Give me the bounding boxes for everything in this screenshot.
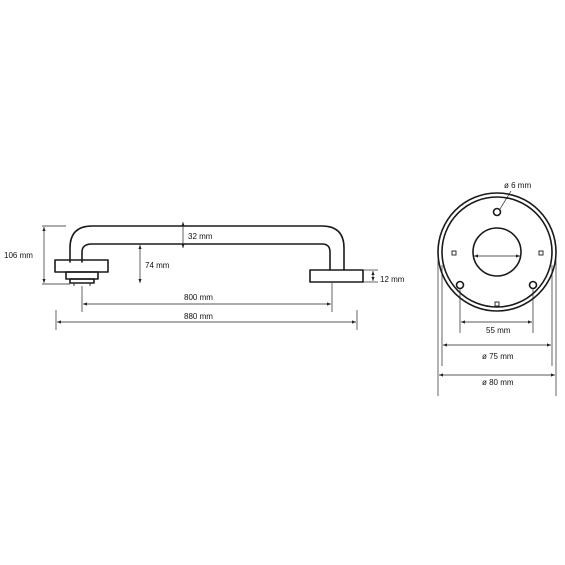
overall-length-dimension: 880 mm: [55, 310, 358, 330]
projection-label: 74 mm: [145, 261, 170, 270]
hole-spacing-label: 55 mm: [486, 326, 511, 335]
flange-thickness-label: 12 mm: [380, 275, 405, 284]
bar-tube-outline: [69, 225, 345, 271]
screw-hole-right: [528, 280, 538, 290]
flange-thickness-dimension: 12 mm: [363, 269, 405, 284]
height-dimension: 106 mm: [4, 225, 70, 285]
center-distance-label: 800 mm: [184, 293, 213, 302]
left-mount: [54, 259, 109, 286]
overall-length-label: 880 mm: [184, 312, 213, 321]
height-label: 106 mm: [4, 251, 33, 260]
screw-hole-left: [455, 280, 465, 290]
inner-diameter-dimension: ø 75 mm: [441, 265, 553, 366]
flange-outer-circle: [437, 192, 557, 312]
flange-front-view: ø 6 mm 55 mm ø 75 mm ø 80 mm: [437, 181, 557, 396]
tube-diameter-label: 32 mm: [188, 232, 213, 241]
screw-hole-dimension: ø 6 mm: [499, 181, 531, 210]
tube-diameter-dimension: 32 mm: [181, 222, 213, 248]
grab-bar-side-view: 106 mm 32 mm 74 mm 12 mm 800 mm: [4, 222, 405, 330]
outer-diameter-label: ø 80 mm: [482, 378, 514, 387]
bar-tube-inner-outline: [81, 243, 331, 271]
inner-diameter-label: ø 75 mm: [482, 352, 514, 361]
outer-diameter-dimension: ø 80 mm: [437, 260, 557, 396]
flange-inner-circle: [441, 196, 553, 308]
screw-hole-label: ø 6 mm: [504, 181, 531, 190]
right-mount: [309, 269, 364, 283]
center-bore: [472, 227, 522, 277]
projection-dimension: 74 mm: [138, 245, 170, 283]
screw-hole-top: [492, 207, 502, 217]
center-distance-dimension: 800 mm: [81, 283, 333, 312]
hole-spacing-dimension: 55 mm: [459, 289, 534, 335]
